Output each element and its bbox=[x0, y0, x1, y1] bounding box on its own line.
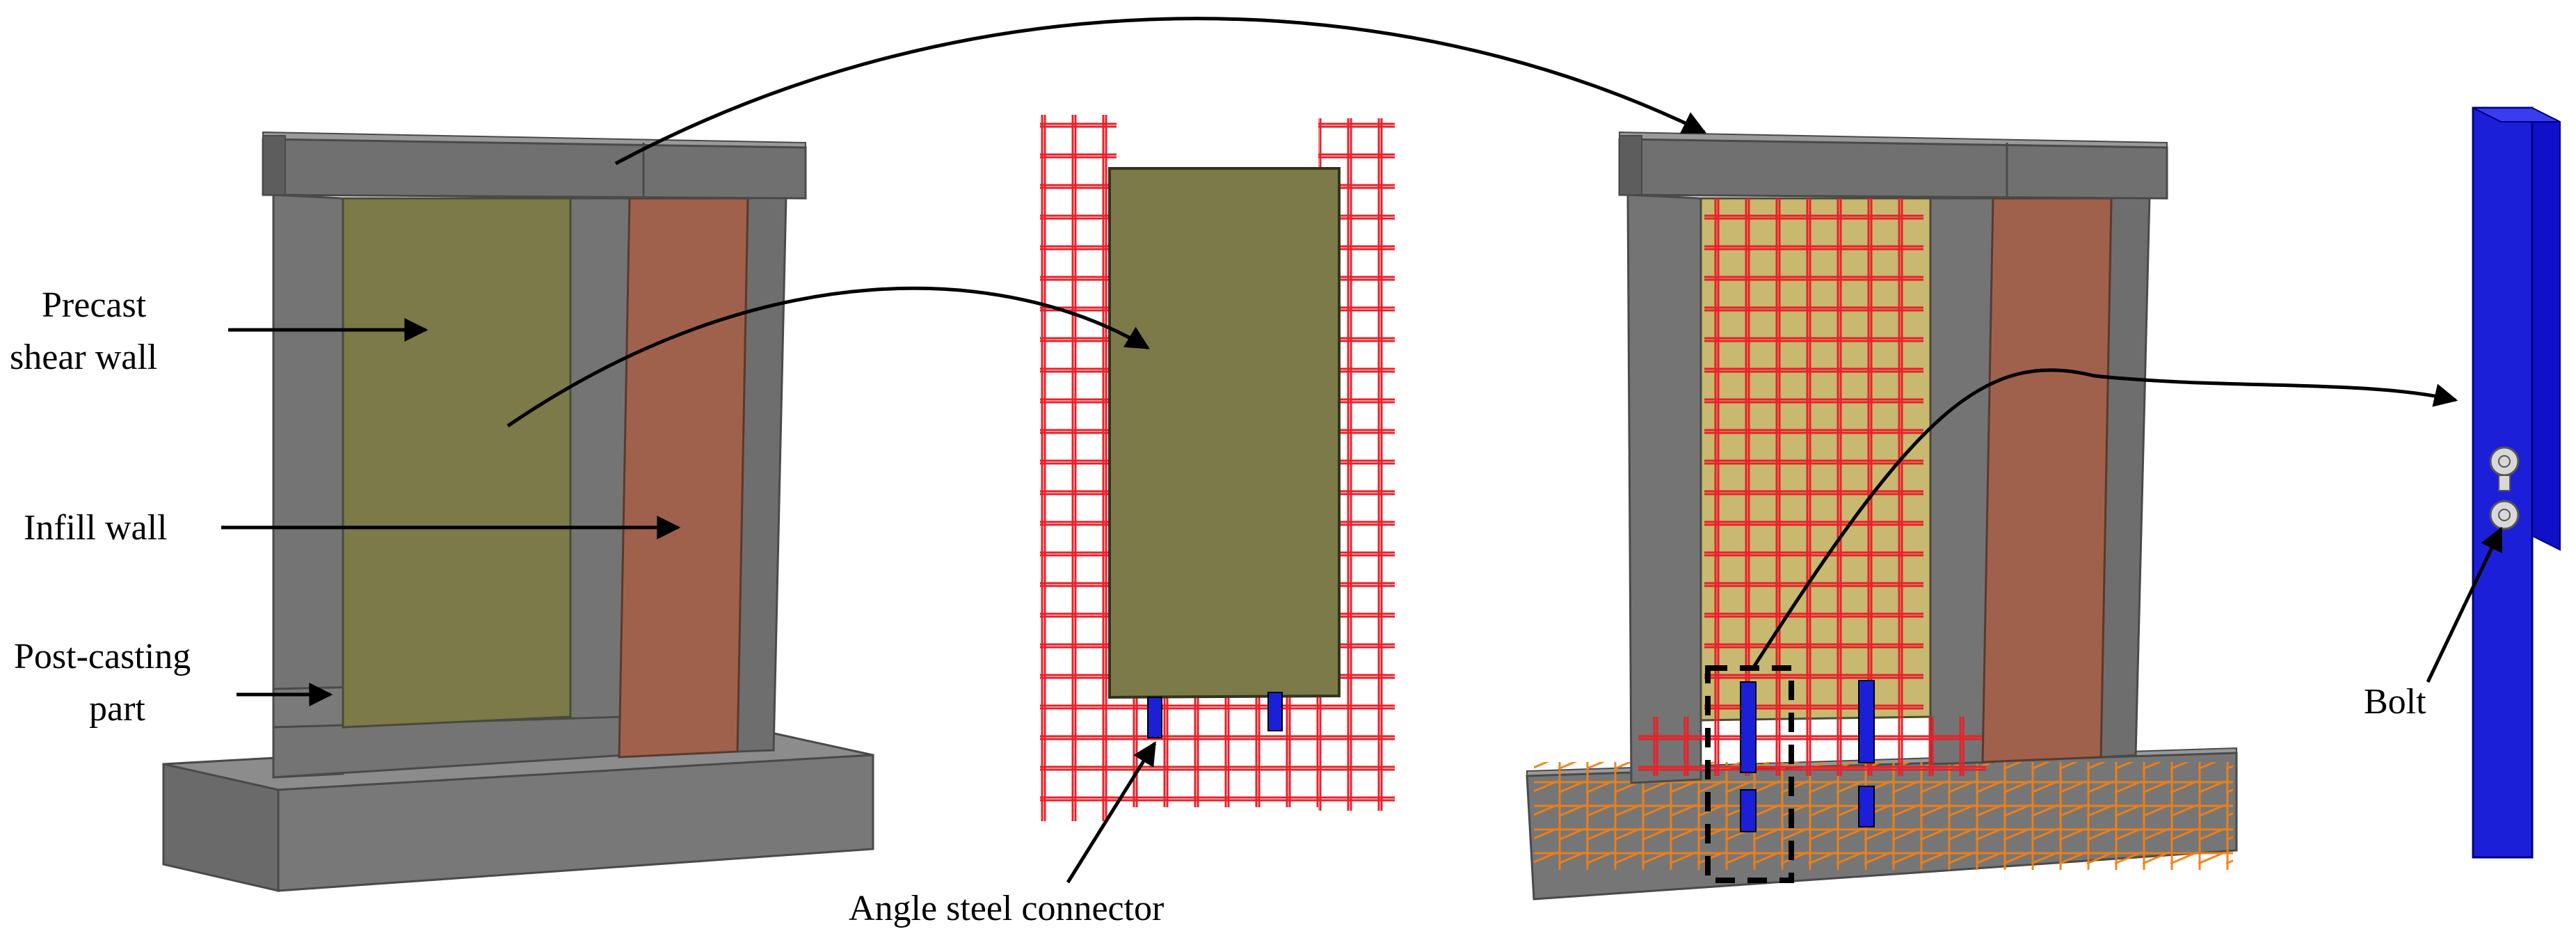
precast-panel-isolated bbox=[1108, 167, 1341, 699]
angle-steel-flange bbox=[2531, 106, 2561, 551]
connector-right-model-d bbox=[1858, 786, 1875, 827]
bolt-upper-icon bbox=[2489, 446, 2520, 477]
label-angle-steel-connector: Angle steel connector bbox=[849, 889, 1164, 928]
bolt-lower-icon bbox=[2489, 500, 2520, 530]
arrows bbox=[221, 17, 2503, 884]
foundation-beam-side bbox=[277, 754, 874, 892]
left-column-2 bbox=[1626, 193, 1702, 784]
arrow-angle-steel-connector bbox=[1066, 741, 1157, 884]
connector-right-model-b bbox=[1858, 680, 1875, 763]
connector-detail-box bbox=[1705, 665, 1794, 883]
label-bolt: Bolt bbox=[2364, 682, 2426, 722]
label-post-casting-line2: part bbox=[89, 689, 145, 729]
angle-connector-left bbox=[1147, 697, 1162, 738]
label-precast-line2: shear wall bbox=[10, 338, 157, 377]
labels: Precast shear wall Infill wall Post-cast… bbox=[10, 285, 2426, 928]
wall-model-reinforced bbox=[1526, 131, 2238, 901]
infill-wall-panel-2 bbox=[1981, 197, 2113, 763]
connector-right-model-a bbox=[1740, 681, 1757, 773]
angle-steel-top bbox=[2472, 107, 2561, 122]
bottom-rebar-grid bbox=[1638, 717, 1986, 776]
precast-shear-wall-panel bbox=[342, 197, 572, 729]
rebar-cage-model bbox=[1040, 115, 1395, 821]
rebar-cage-bottom bbox=[1106, 696, 1329, 807]
angle-connector-right bbox=[1267, 692, 1283, 731]
top-beam-front bbox=[262, 138, 807, 200]
label-infill-wall: Infill wall bbox=[24, 508, 168, 548]
panel-rebar-grid bbox=[1704, 198, 1923, 772]
arrow-bolt bbox=[2426, 526, 2503, 683]
infill-wall-panel bbox=[618, 197, 749, 759]
label-post-casting-line1: Post-casting bbox=[14, 637, 191, 676]
label-precast-line1: Precast bbox=[42, 285, 147, 325]
arrow-panel-curve bbox=[506, 286, 1150, 428]
arrow-top-beam-curve bbox=[614, 17, 1707, 166]
rebar-cage-left bbox=[1040, 115, 1117, 821]
wall-model-assembled bbox=[162, 131, 874, 892]
top-beam-2-front bbox=[1618, 138, 2168, 200]
angle-steel-detail bbox=[2472, 106, 2561, 859]
arrow-connector-detail-curve bbox=[1751, 368, 2458, 669]
connector-right-model-c bbox=[1740, 789, 1757, 832]
